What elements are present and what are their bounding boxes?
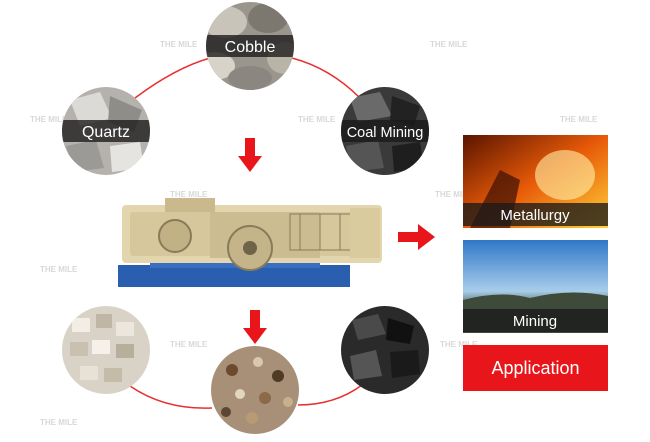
metallurgy-photo: Metallurgy (463, 135, 608, 228)
cobble-photo: Cobble (206, 2, 294, 90)
application-label: Application (491, 357, 580, 378)
watermark: THE MILE (440, 340, 478, 349)
watermark: THE MILE (430, 40, 468, 49)
cycle-line-bottom-right (297, 384, 363, 406)
roll-crusher-machine (118, 198, 382, 287)
cycle-line-top-left (134, 57, 211, 99)
watermark: THE MILE (435, 190, 473, 199)
application-box: Application (463, 345, 608, 391)
watermark: THE MILE (560, 115, 598, 124)
coal-mining-label: Coal Mining (347, 125, 424, 141)
mining-photo: Mining (463, 240, 608, 333)
watermark: THE MILE (40, 418, 78, 427)
watermark: THE MILE (298, 115, 336, 124)
cycle-line-bottom-left (129, 385, 213, 409)
arrow-right (398, 224, 435, 250)
metallurgy-label: Metallurgy (500, 207, 570, 224)
cobble-label: Cobble (225, 39, 276, 56)
watermark: THE MILE (170, 340, 208, 349)
white-particles-photo (62, 306, 150, 394)
watermark: THE MILE (170, 190, 208, 199)
cycle-line-top-right (291, 57, 361, 99)
arrow-down-top (238, 138, 262, 172)
watermark: THE MILE (40, 265, 78, 274)
coal-mining-photo: Coal Mining (341, 87, 429, 175)
quartz-label: Quartz (82, 124, 130, 141)
watermark: THE MILE (160, 40, 198, 49)
watermark: THE MILE (30, 115, 68, 124)
quartz-photo: Quartz (62, 87, 150, 175)
black-stones-photo (341, 306, 429, 394)
mining-label: Mining (513, 313, 557, 330)
gravel-photo (211, 346, 299, 434)
arrow-down-bottom (243, 310, 267, 344)
